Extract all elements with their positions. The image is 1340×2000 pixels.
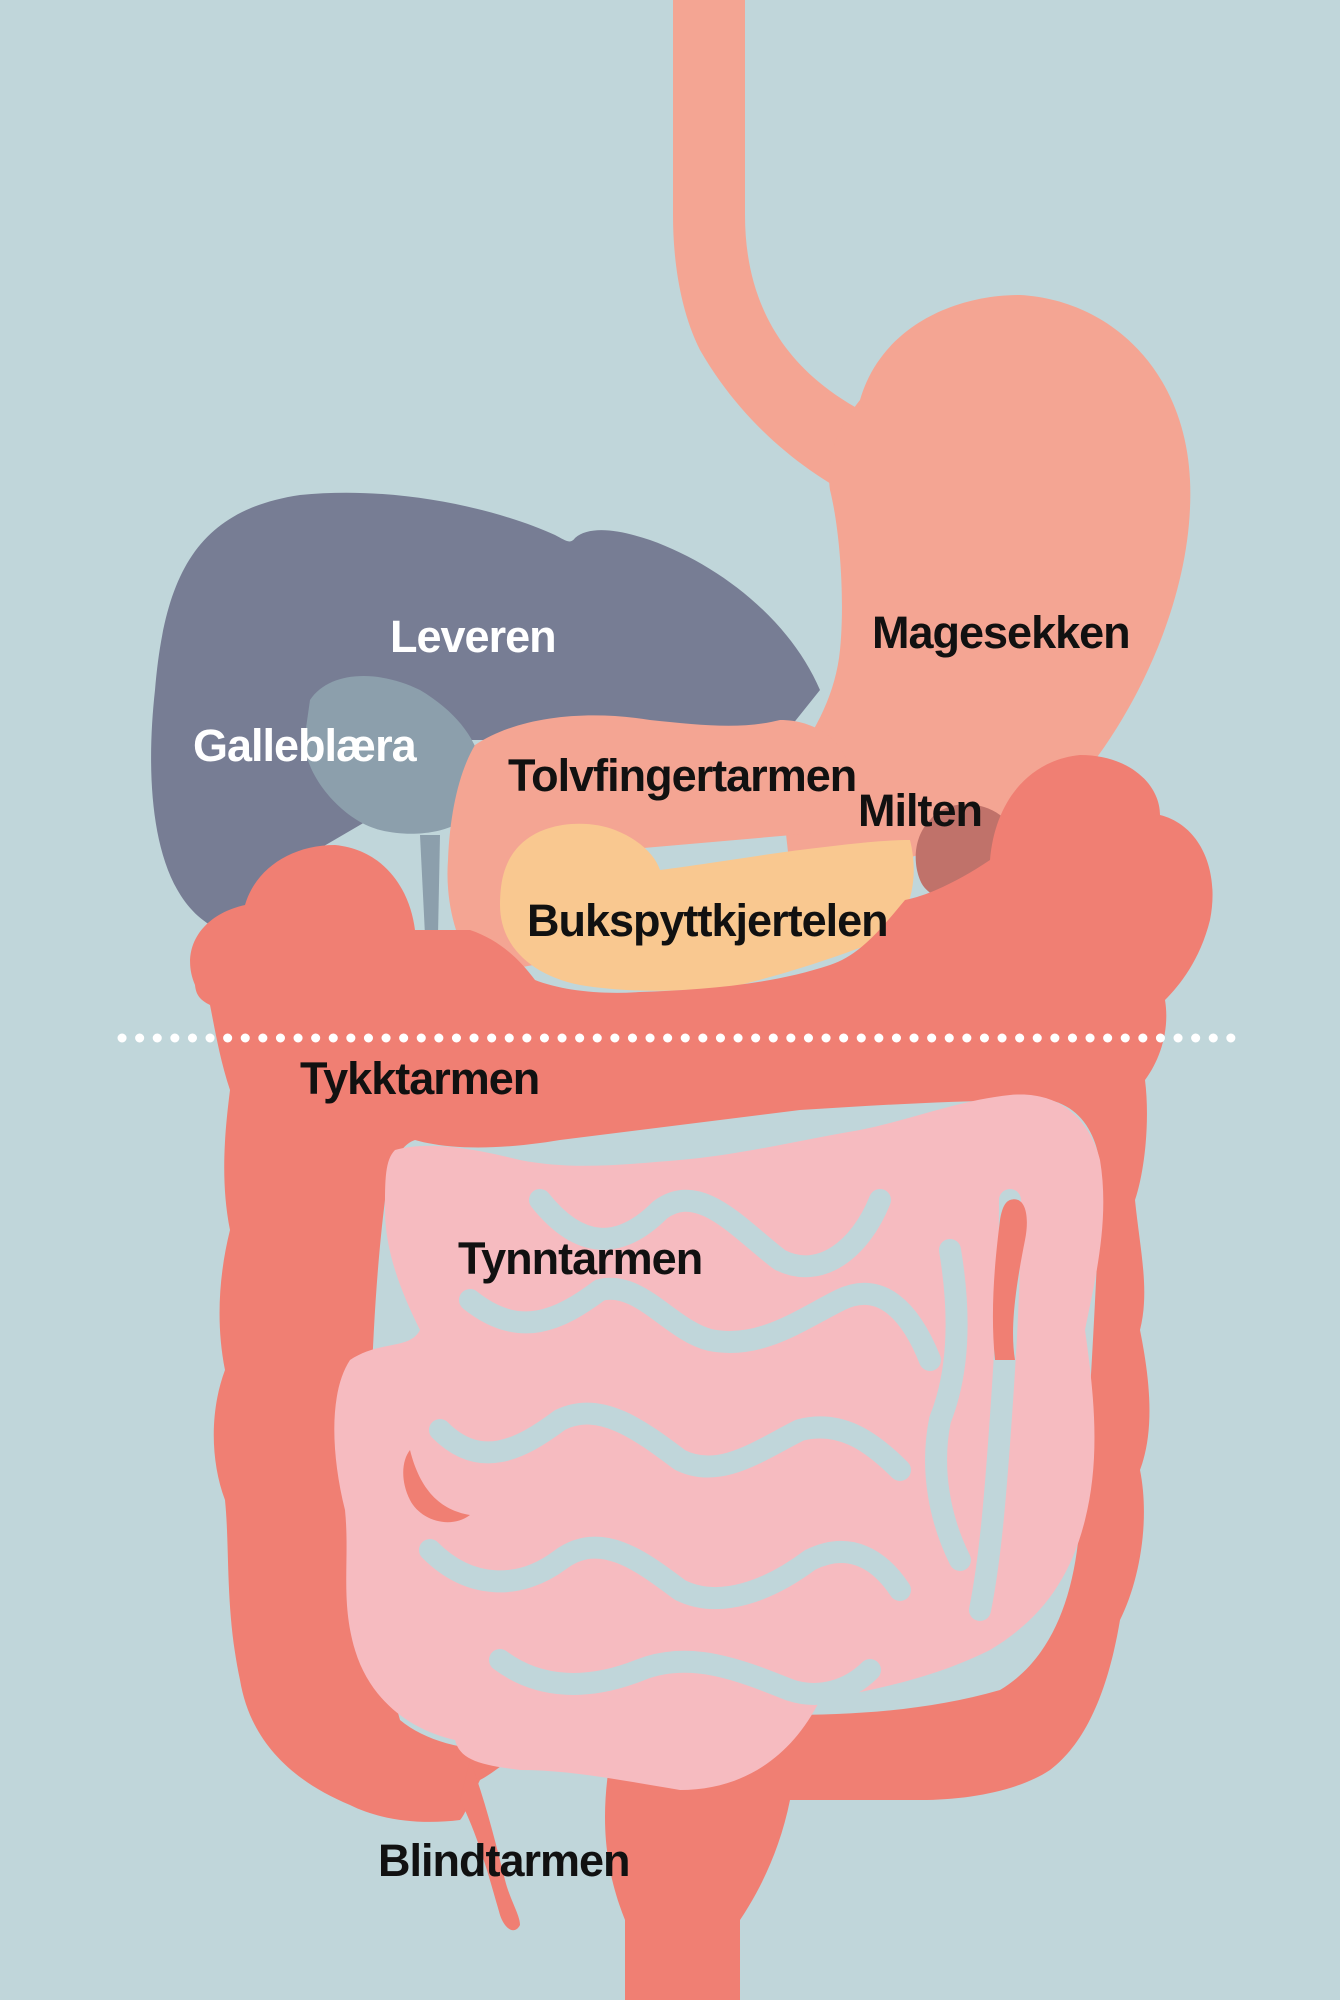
liver-shape	[151, 492, 821, 931]
stomach-shape	[780, 295, 1191, 874]
colon-inner-strip-shape	[992, 1199, 1027, 1360]
colon-inner-fold-shape	[403, 1450, 470, 1523]
label-leveren: Leveren	[390, 611, 557, 662]
appendix-shape	[460, 1760, 520, 1931]
gallbladder-shape	[304, 676, 483, 834]
label-galleblaera: Galleblæra	[193, 720, 417, 771]
small-intestine-shape	[334, 1094, 1104, 1790]
esophagus-shape	[673, 0, 870, 500]
label-magesekken: Magesekken	[872, 607, 1131, 658]
label-bukspyttkjertelen: Bukspyttkjertelen	[527, 895, 889, 946]
label-blindtarmen: Blindtarmen	[378, 1835, 631, 1886]
label-tolvfingertarmen: Tolvfingertarmen	[508, 750, 857, 801]
label-tynntarmen: Tynntarmen	[458, 1233, 703, 1284]
label-milten: Milten	[858, 785, 983, 836]
bile-duct-shape	[420, 835, 440, 935]
pancreas-shape	[500, 823, 914, 991]
label-tykktarmen: Tykktarmen	[300, 1053, 540, 1104]
